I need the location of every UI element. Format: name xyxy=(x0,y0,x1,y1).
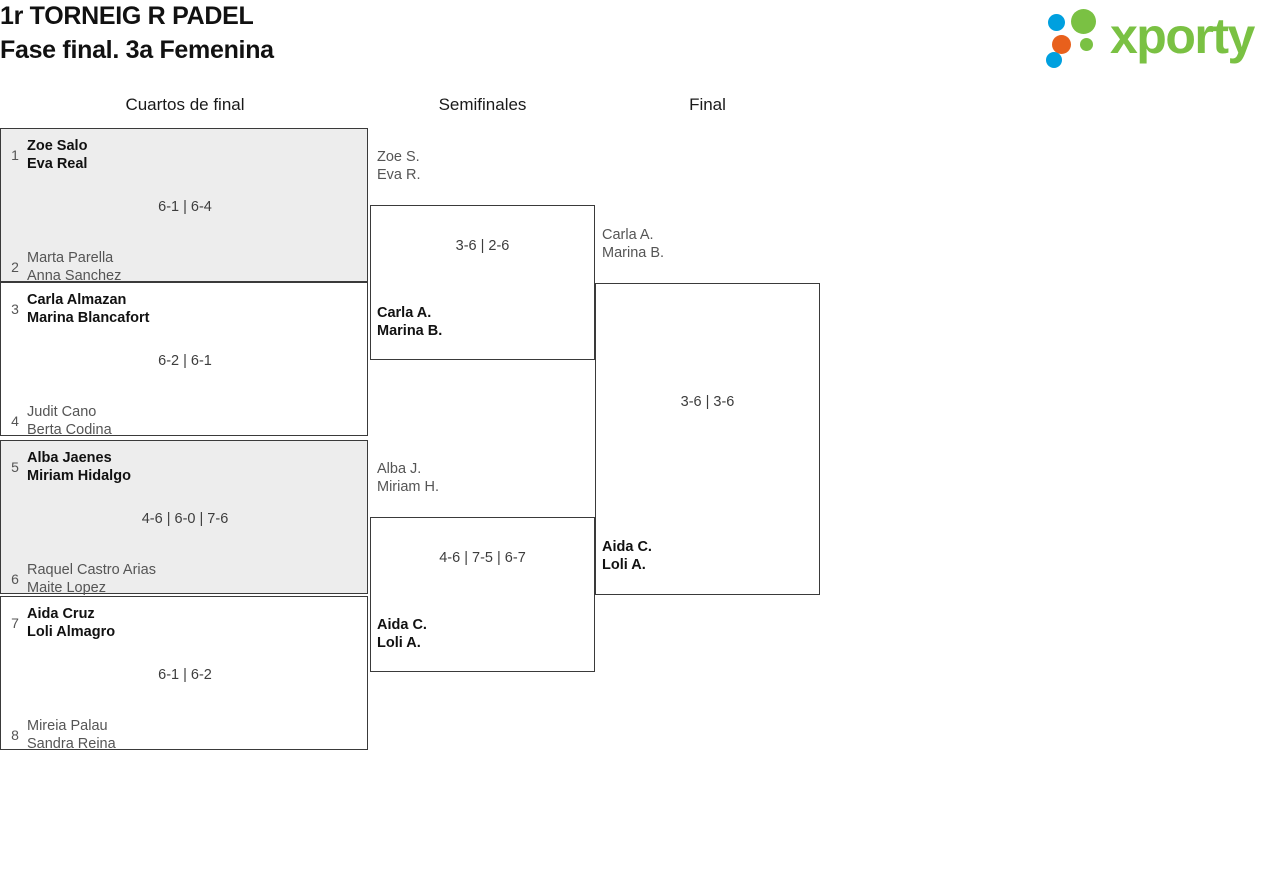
match-final[interactable]: 3-6 | 3-6 xyxy=(595,283,820,595)
player-name: Miriam H. xyxy=(377,479,440,495)
seed-number: 4 xyxy=(11,413,19,429)
seed-number: 5 xyxy=(11,459,19,475)
team-bottom: Marta Parella Anna Sanchez xyxy=(27,249,121,285)
seed-number: 1 xyxy=(11,147,19,163)
player-name: Alba J. xyxy=(377,461,422,477)
player-name: Marina B. xyxy=(377,323,443,339)
match-quarterfinal-2[interactable]: 3 Carla Almazan Marina Blancafort 6-2 | … xyxy=(0,282,368,439)
tournament-name: 1r TORNEIG R PADEL xyxy=(0,2,254,30)
player-name: Sandra Reina xyxy=(27,736,116,752)
match-quarterfinal-1[interactable]: 1 Zoe Salo Eva Real 6-1 | 6-4 2 Marta Pa… xyxy=(0,128,368,285)
match-score: 4-6 | 6-0 | 7-6 xyxy=(141,511,229,527)
semifinal-1-team-top: Zoe S. Eva R. xyxy=(377,148,421,184)
team-top: Aida Cruz Loli Almagro xyxy=(27,605,115,641)
team-bottom: Raquel Castro Arias Maite Lopez xyxy=(27,561,156,597)
logo-wordmark: xporty xyxy=(1110,8,1255,64)
match-score: 3-6 | 3-6 xyxy=(680,394,735,410)
tournament-phase: Fase final. 3a Femenina xyxy=(0,36,274,64)
semifinal-2-team-bottom: Aida C. Loli A. xyxy=(377,616,427,652)
page-header: 1r TORNEIG R PADEL Fase final. 3a Femeni… xyxy=(0,0,1280,90)
player-name: Eva R. xyxy=(377,167,421,183)
player-name: Aida Cruz xyxy=(27,606,95,622)
match-score: 6-2 | 6-1 xyxy=(158,353,212,369)
player-name: Judit Cano xyxy=(27,404,97,420)
player-name: Aida C. xyxy=(377,617,427,633)
team-top: Zoe Salo Eva Real xyxy=(27,137,87,173)
player-name: Mireia Palau xyxy=(27,718,108,734)
player-name: Berta Codina xyxy=(27,422,112,438)
match-quarterfinal-4[interactable]: 7 Aida Cruz Loli Almagro 6-1 | 6-2 8 Mir… xyxy=(0,596,368,753)
player-name: Zoe S. xyxy=(377,149,420,165)
team-bottom: Judit Cano Berta Codina xyxy=(27,403,112,439)
player-name: Carla Almazan xyxy=(27,292,127,308)
player-name: Anna Sanchez xyxy=(27,268,122,284)
match-semifinal-2[interactable]: 4-6 | 7-5 | 6-7 xyxy=(370,517,595,672)
player-name: Loli A. xyxy=(377,635,421,651)
seed-number: 7 xyxy=(11,615,19,631)
semifinal-2-team-top: Alba J. Miriam H. xyxy=(377,460,439,496)
player-name: Loli A. xyxy=(602,557,646,573)
player-name: Marta Parella xyxy=(27,250,114,266)
team-bottom: Mireia Palau Sandra Reina xyxy=(27,717,116,753)
match-quarterfinal-3[interactable]: 5 Alba Jaenes Miriam Hidalgo 4-6 | 6-0 |… xyxy=(0,440,368,597)
seed-number: 2 xyxy=(11,259,19,275)
player-name: Eva Real xyxy=(27,156,88,172)
final-team-bottom: Aida C. Loli A. xyxy=(602,538,652,574)
xporty-logo[interactable]: xporty xyxy=(1044,6,1274,68)
player-name: Zoe Salo xyxy=(27,138,88,154)
player-name: Maite Lopez xyxy=(27,580,106,596)
match-score: 6-1 | 6-2 xyxy=(158,667,212,683)
match-score: 4-6 | 7-5 | 6-7 xyxy=(439,550,526,566)
seed-number: 6 xyxy=(11,571,19,587)
team-top: Carla Almazan Marina Blancafort xyxy=(27,291,149,327)
round-header-quarterfinals: Cuartos de final xyxy=(125,95,245,114)
player-name: Loli Almagro xyxy=(27,624,116,640)
team-top: Alba Jaenes Miriam Hidalgo xyxy=(27,449,131,485)
semifinal-1-team-bottom: Carla A. Marina B. xyxy=(377,304,442,340)
match-score: 3-6 | 2-6 xyxy=(455,238,510,254)
player-name: Marina Blancafort xyxy=(27,310,150,326)
player-name: Miriam Hidalgo xyxy=(27,468,131,484)
match-semifinal-1[interactable]: 3-6 | 2-6 xyxy=(370,205,595,360)
player-name: Marina B. xyxy=(602,245,665,261)
player-name: Carla A. xyxy=(377,305,432,321)
seed-number: 8 xyxy=(11,727,19,743)
player-name: Aida C. xyxy=(602,539,652,555)
player-name: Alba Jaenes xyxy=(27,450,112,466)
final-team-top: Carla A. Marina B. xyxy=(602,226,664,262)
player-name: Carla A. xyxy=(602,227,654,243)
round-header-final: Final xyxy=(689,95,726,114)
match-score: 6-1 | 6-4 xyxy=(158,199,212,215)
round-header-semifinals: Semifinales xyxy=(438,95,527,114)
seed-number: 3 xyxy=(11,301,19,317)
player-name: Raquel Castro Arias xyxy=(27,562,156,578)
logo-dots-icon xyxy=(1044,8,1112,68)
